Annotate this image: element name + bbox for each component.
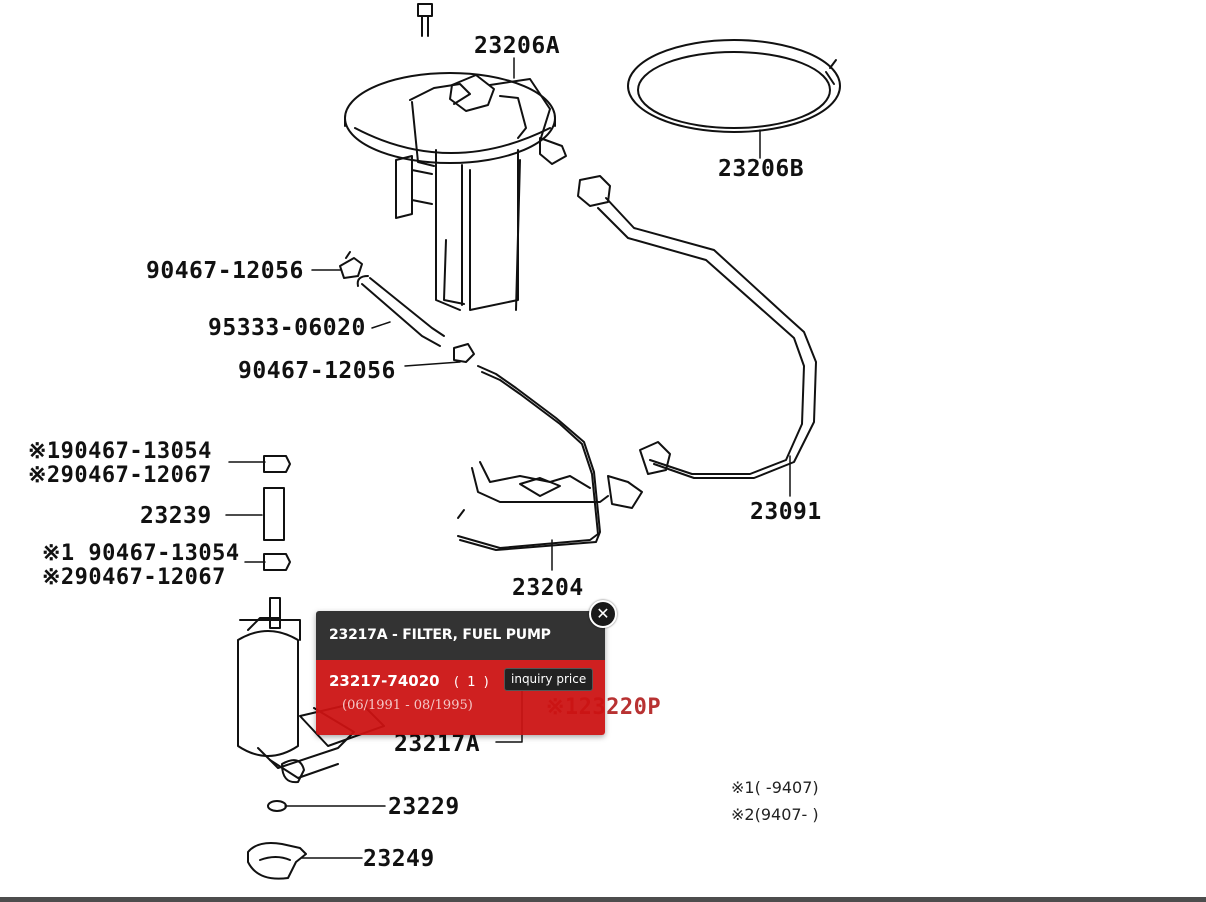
fuel-line-23204-drawing xyxy=(457,365,643,551)
callout-90467-12056-upper[interactable]: 90467-12056 xyxy=(146,258,304,284)
legend-line-2: ※2(9407- ) xyxy=(731,805,819,824)
callout-23229[interactable]: 23229 xyxy=(388,794,460,820)
part-number-link[interactable]: 23217-74020 xyxy=(329,672,440,690)
clip-drawing xyxy=(247,842,307,880)
fuel-line-23091-drawing xyxy=(577,175,817,479)
callout-23204[interactable]: 23204 xyxy=(512,575,584,601)
popup-close-button[interactable]: ✕ xyxy=(589,600,617,628)
fuel-pump-bracket-drawing xyxy=(344,72,567,311)
gasket-drawing xyxy=(627,39,841,133)
clamp-drawing-23239-top xyxy=(263,455,291,473)
callout-90467-12056-lower[interactable]: 90467-12056 xyxy=(238,358,396,384)
callout-23091[interactable]: 23091 xyxy=(750,499,822,525)
callout-90467-13054-lower[interactable]: ※1 90467-13054 xyxy=(42,541,240,566)
callout-23239[interactable]: 23239 xyxy=(140,503,212,529)
callout-90467-13054-upper[interactable]: ※190467-13054 xyxy=(28,439,212,464)
callout-90467-12067-lower[interactable]: ※290467-12067 xyxy=(42,565,226,590)
part-info-popup: 23217A - FILTER, FUEL PUMP 23217-74020 (… xyxy=(316,611,605,735)
leader-lines xyxy=(225,57,791,859)
legend-line-1: ※1( -9407) xyxy=(731,778,819,797)
close-icon: ✕ xyxy=(596,604,610,623)
callout-23249[interactable]: 23249 xyxy=(363,846,435,872)
callout-23206B[interactable]: 23206B xyxy=(718,156,805,182)
clamp-drawing-23239-bottom xyxy=(263,553,291,571)
callout-90467-12067-upper[interactable]: ※290467-12067 xyxy=(28,463,212,488)
bottom-bar xyxy=(0,897,1206,902)
clamp-drawing-upper xyxy=(339,251,363,279)
bolt-drawing xyxy=(417,3,433,37)
popup-header: 23217A - FILTER, FUEL PUMP xyxy=(316,611,605,660)
callout-95333-06020[interactable]: 95333-06020 xyxy=(208,315,366,341)
clamp-drawing-lower xyxy=(453,343,475,363)
callout-23206A[interactable]: 23206A xyxy=(474,33,561,59)
part-date-range: (06/1991 - 08/1995) xyxy=(342,698,473,713)
hose-drawing xyxy=(356,275,445,347)
washer-drawing xyxy=(267,800,287,812)
callout-23217A[interactable]: 23217A xyxy=(394,731,481,757)
popup-title: 23217A - FILTER, FUEL PUMP xyxy=(329,627,551,643)
inquiry-price-button[interactable]: inquiry price xyxy=(504,668,594,691)
popup-body: 23217-74020 ( 1 ) inquiry price (06/1991… xyxy=(316,660,605,735)
hose-drawing-23239 xyxy=(263,487,285,541)
part-quantity: ( 1 ) xyxy=(454,675,491,690)
